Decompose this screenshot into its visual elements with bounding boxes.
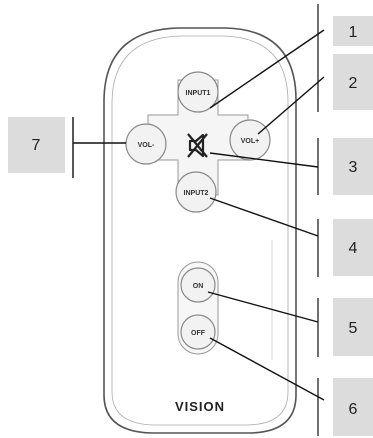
callout-box-7: 7 — [8, 117, 65, 173]
callout-number-1: 1 — [349, 24, 358, 41]
vol-minus-button[interactable]: VOL- — [125, 123, 167, 165]
callout-box-4: 4 — [333, 219, 373, 276]
callout-number-3: 3 — [349, 159, 358, 176]
leader-line-1 — [209, 29, 325, 109]
callout-box-6: 6 — [333, 378, 373, 436]
on-button[interactable]: ON — [180, 267, 216, 303]
callout-number-5: 5 — [349, 320, 358, 337]
leader-lines — [72, 29, 325, 401]
speaker-mute-icon[interactable] — [187, 133, 208, 158]
input1-label: INPUT1 — [186, 90, 211, 97]
callout-box-1: 1 — [333, 16, 373, 46]
vol-minus-label: VOL- — [138, 142, 155, 149]
callout-number-7: 7 — [32, 137, 41, 154]
callout-number-6: 6 — [349, 401, 358, 418]
leader-line-3 — [209, 152, 319, 168]
dpad — [147, 79, 249, 196]
callout-box-3: 3 — [333, 138, 373, 195]
callout-number-2: 2 — [349, 75, 358, 92]
leader-line-6 — [209, 337, 325, 401]
on-label: ON — [193, 283, 204, 290]
off-label: OFF — [191, 330, 206, 337]
input1-button[interactable]: INPUT1 — [177, 71, 219, 113]
vol-plus-button[interactable]: VOL+ — [229, 119, 271, 161]
vol-plus-label: VOL+ — [241, 138, 259, 145]
brand-logo: VISION — [175, 399, 225, 414]
leader-line-2 — [257, 76, 325, 135]
leader-line-4 — [209, 197, 319, 237]
callout-box-2: 2 — [333, 54, 373, 110]
off-button[interactable]: OFF — [180, 314, 216, 350]
leader-line-5 — [207, 291, 319, 323]
callout-number-4: 4 — [349, 240, 358, 257]
input2-label: INPUT2 — [184, 190, 209, 197]
input2-button[interactable]: INPUT2 — [175, 171, 217, 213]
callout-box-5: 5 — [333, 298, 373, 356]
